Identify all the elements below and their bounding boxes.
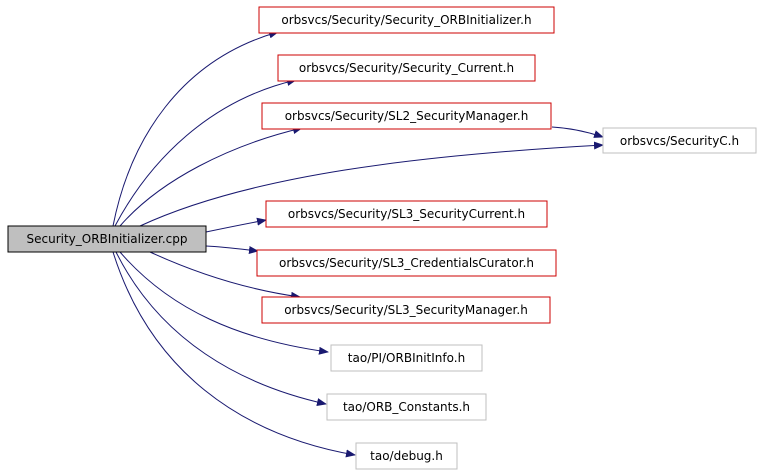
edge-root-to-security-orbinitializer-h: [112, 30, 279, 227]
edge-root-to-orbinitinfo-h: [119, 251, 329, 355]
node-orb-constants-h[interactable]: tao/ORB_Constants.h: [326, 393, 487, 421]
node-label: tao/ORB_Constants.h: [343, 400, 470, 414]
node-label: Security_ORBInitializer.cpp: [27, 232, 188, 246]
node-label: orbsvcs/SecurityC.h: [620, 134, 739, 148]
node-label: orbsvcs/Security/SL3_CredentialsCurator.…: [279, 256, 534, 270]
node-label: orbsvcs/Security/SL3_SecurityManager.h: [284, 303, 528, 317]
node-sl3-credentialscurator-h[interactable]: orbsvcs/Security/SL3_CredentialsCurator.…: [256, 249, 557, 277]
node-label: orbsvcs/Security/SL2_SecurityManager.h: [285, 109, 529, 123]
edge-root-to-sl3-securitycurrent-h: [205, 217, 267, 233]
edge-root-to-debug-h: [112, 251, 356, 458]
edge-root-to-sl3-credentialscurator-h: [205, 245, 259, 254]
node-root-security-orbinitializer-cpp[interactable]: Security_ORBInitializer.cpp: [7, 225, 207, 253]
edges: [112, 30, 604, 458]
node-security-current-h[interactable]: orbsvcs/Security/Security_Current.h: [277, 54, 536, 82]
node-securityc-h[interactable]: orbsvcs/SecurityC.h: [602, 127, 757, 154]
edge-root-to-securityc-h: [139, 141, 604, 227]
edge-root-to-security-current-h: [114, 78, 297, 227]
node-sl2-securitymanager-h[interactable]: orbsvcs/Security/SL2_SecurityManager.h: [261, 102, 552, 130]
edge-sl2-securitymanager-h-to-securityc-h: [551, 126, 604, 138]
node-label: orbsvcs/Security/Security_ORBInitializer…: [281, 13, 531, 27]
node-sl3-securitycurrent-h[interactable]: orbsvcs/Security/SL3_SecurityCurrent.h: [265, 200, 548, 228]
node-security-orbinitializer-h[interactable]: orbsvcs/Security/Security_ORBInitializer…: [258, 6, 555, 34]
node-label: orbsvcs/Security/SL3_SecurityCurrent.h: [288, 207, 525, 221]
edge-root-to-sl2-securitymanager-h: [119, 126, 303, 227]
node-label: tao/debug.h: [370, 449, 443, 463]
node-debug-h[interactable]: tao/debug.h: [355, 442, 458, 470]
edge-root-to-sl3-securitymanager-h: [149, 251, 301, 300]
node-label: orbsvcs/Security/Security_Current.h: [299, 61, 514, 75]
node-orbinitinfo-h[interactable]: tao/PI/ORBInitInfo.h: [330, 344, 483, 372]
edge-root-to-orb-constants-h: [115, 251, 327, 406]
node-label: tao/PI/ORBInitInfo.h: [348, 351, 465, 365]
node-sl3-securitymanager-h[interactable]: orbsvcs/Security/SL3_SecurityManager.h: [261, 296, 551, 324]
